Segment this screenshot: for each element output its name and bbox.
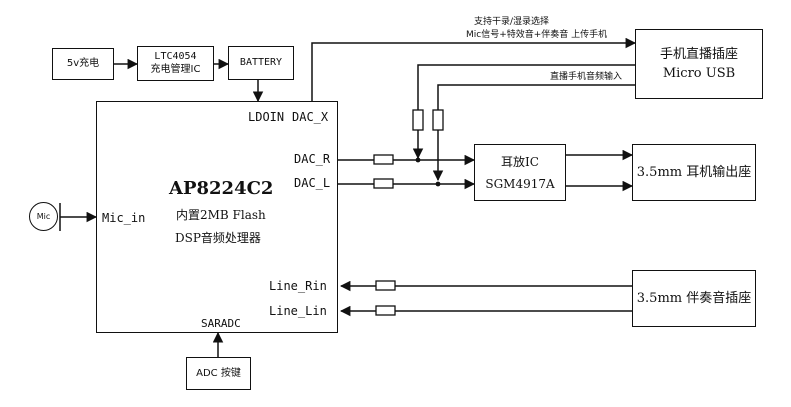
pin-mic-in: Mic_in: [102, 211, 146, 225]
main-chip-dsp: DSP音频处理器: [175, 231, 261, 245]
charger-block: 5v充电: [52, 48, 114, 80]
main-chip-flash: 内置2MB Flash: [176, 208, 266, 222]
note-upload-mix: Mic信号+特效音+伴奏音 上传手机: [466, 30, 608, 40]
accompaniment-jack-block: 3.5mm 伴奏音插座: [632, 270, 756, 327]
amp-ic-part: SGM4917A: [485, 176, 555, 191]
pin-saradc: SARADC: [201, 317, 241, 330]
junction-right: [415, 157, 421, 163]
amp-ic-name: 耳放IC: [501, 154, 539, 169]
charge-ic-desc: 充电管理IC: [150, 64, 201, 75]
note-phone-audio-in: 直播手机音频输入: [550, 72, 623, 82]
main-chip-name: AP8224C2: [169, 178, 274, 199]
wire-dac-x-to-usb: [311, 37, 637, 101]
adc-keys-label: ADC 按键: [196, 367, 241, 379]
headphone-jack-block: 3.5mm 耳机输出座: [632, 144, 756, 201]
junction-left: [435, 181, 441, 187]
pin-dac-l: DAC_L: [294, 176, 331, 190]
charger-label: 5v充电: [66, 58, 100, 69]
resistor-dac-r: [373, 154, 394, 165]
adc-keys-block: ADC 按键: [186, 357, 251, 390]
pin-ldoin: LDOIN: [248, 110, 285, 124]
charge-ic-block: LTC4054 充电管理IC: [137, 46, 214, 81]
resistor-usb-left: [432, 109, 444, 131]
amp-ic-block: 耳放IC SGM4917A: [474, 144, 566, 201]
pin-dac-r: DAC_R: [294, 152, 331, 166]
resistor-usb-right: [412, 109, 424, 131]
resistor-dac-l: [373, 178, 394, 189]
micro-usb-block: 手机直播插座 Micro USB: [635, 29, 763, 99]
headphone-jack-label: 3.5mm 耳机输出座: [636, 165, 752, 180]
mic-label: Mic: [36, 211, 51, 221]
pin-line-lin: Line_Lin: [269, 304, 327, 318]
battery-label: BATTERY: [239, 57, 283, 68]
charge-ic-part: LTC4054: [154, 51, 197, 62]
battery-block: BATTERY: [228, 46, 294, 80]
note-dry-wet: 支持干录/湿录选择: [474, 17, 550, 27]
usb-name: 手机直播插座: [659, 47, 738, 62]
main-chip-block: [96, 101, 338, 333]
pin-dac-x: DAC_X: [292, 110, 329, 124]
wire-usb-to-left-node: [432, 84, 635, 182]
resistor-line-rin: [375, 280, 396, 291]
resistor-line-lin: [375, 305, 396, 316]
pin-line-rin: Line_Rin: [269, 279, 327, 293]
usb-type: Micro USB: [662, 66, 736, 81]
mic-symbol: Mic: [29, 202, 58, 231]
accompaniment-jack-label: 3.5mm 伴奏音插座: [636, 291, 752, 306]
